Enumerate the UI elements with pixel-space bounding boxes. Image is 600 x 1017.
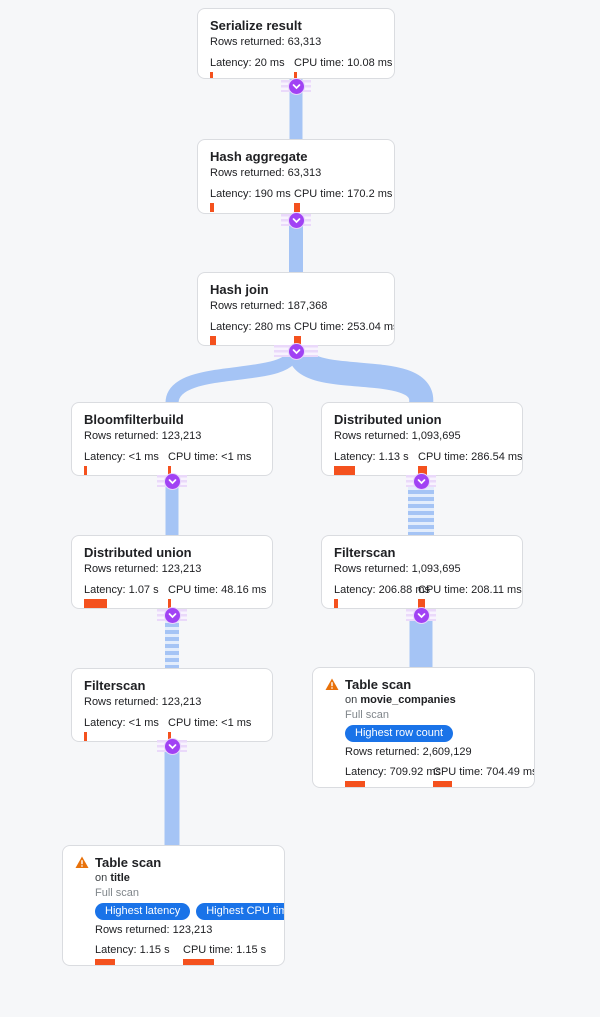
cpu-time-label: CPU time: 253.04 ms [294, 321, 395, 333]
edge-filterscan-tablescan-right [409, 609, 433, 668]
cpu-time-bar [168, 599, 171, 608]
highest-latency-badge: Highest latency [95, 903, 191, 920]
latency-bar [95, 959, 115, 965]
node-expand-toggle[interactable] [164, 607, 180, 623]
node-title: Serialize result [210, 18, 302, 33]
cpu-time-label: CPU time: 208.11 ms [418, 584, 522, 596]
edge-distunion-filterscan-left [165, 609, 179, 669]
node-title: Table scan [95, 855, 162, 870]
latency-bar [84, 732, 87, 741]
plan-node-distributed-union-left[interactable]: Distributed union Rows returned: 123,213… [71, 535, 273, 609]
rows-returned: Rows returned: 187,368 [210, 300, 328, 312]
plan-node-hash-join[interactable]: Hash join Rows returned: 187,368 Latency… [197, 272, 395, 346]
highest-row-count-badge: Highest row count [345, 725, 454, 742]
cpu-time-label: CPU time: <1 ms [168, 717, 252, 729]
table-name-line: on title [95, 872, 130, 884]
node-title: Bloomfilterbuild [84, 412, 184, 427]
latency-bar [84, 466, 87, 475]
cpu-time-bar [294, 72, 297, 78]
node-expand-toggle[interactable] [413, 473, 429, 489]
rows-returned: Rows returned: 1,093,695 [334, 430, 461, 442]
edge-bloom-distunion-left [165, 476, 179, 536]
latency-bar [210, 72, 213, 78]
latency-label: Latency: <1 ms [84, 717, 159, 729]
plan-node-bloomfilterbuild[interactable]: Bloomfilterbuild Rows returned: 123,213 … [71, 402, 273, 476]
node-expand-toggle[interactable] [288, 343, 304, 359]
latency-bar [334, 466, 355, 475]
cpu-time-bar [433, 781, 452, 787]
latency-label: Latency: <1 ms [84, 451, 159, 463]
latency-label: Latency: 1.07 s [84, 584, 159, 596]
table-name: title [110, 872, 130, 884]
node-expand-toggle[interactable] [288, 212, 304, 228]
rows-returned: Rows returned: 63,313 [210, 167, 322, 179]
node-title: Filterscan [334, 545, 396, 560]
plan-node-serialize-result[interactable]: Serialize result Rows returned: 63,313 L… [197, 8, 395, 79]
plan-node-distributed-union-right[interactable]: Distributed union Rows returned: 1,093,6… [321, 402, 523, 476]
rows-returned: Rows returned: 123,213 [84, 430, 202, 442]
latency-bar [84, 599, 107, 608]
rows-returned: Rows returned: 63,313 [210, 36, 322, 48]
edge-hashjoin-distunion [288, 348, 434, 406]
node-title: Hash aggregate [210, 149, 308, 164]
latency-label: Latency: 280 ms [210, 321, 291, 333]
node-expand-toggle[interactable] [413, 607, 429, 623]
cpu-time-bar [418, 466, 427, 475]
rows-returned: Rows returned: 123,213 [95, 924, 213, 936]
latency-label: Latency: 709.92 ms [345, 766, 442, 778]
rows-returned: Rows returned: 2,609,129 [345, 746, 472, 758]
node-title: Filterscan [84, 678, 146, 693]
cpu-time-bar [183, 959, 214, 965]
rows-returned: Rows returned: 123,213 [84, 563, 202, 575]
latency-bar [345, 781, 365, 787]
cpu-time-bar [418, 599, 425, 608]
latency-bar [210, 336, 216, 345]
latency-label: Latency: 206.88 ms [334, 584, 431, 596]
plan-node-filterscan-left[interactable]: Filterscan Rows returned: 123,213 Latenc… [71, 668, 273, 742]
cpu-time-label: CPU time: <1 ms [168, 451, 252, 463]
scan-type: Full scan [95, 887, 140, 899]
cpu-time-bar [294, 203, 300, 212]
latency-label: Latency: 190 ms [210, 188, 291, 200]
cpu-time-label: CPU time: 286.54 ms [418, 451, 523, 463]
edge-hashjoin-bloomfilterbuild [165, 349, 300, 405]
highest-cpu-time-badge: Highest CPU time [196, 903, 284, 920]
cpu-time-label: CPU time: 48.16 ms [168, 584, 267, 596]
node-expand-toggle[interactable] [164, 738, 180, 754]
cpu-time-bar [168, 732, 171, 741]
node-expand-toggle[interactable] [164, 473, 180, 489]
cpu-time-label: CPU time: 10.08 ms [294, 57, 393, 69]
rows-returned: Rows returned: 123,213 [84, 696, 202, 708]
edge-filterscan-tablescan-left [164, 742, 180, 846]
node-title: Distributed union [334, 412, 442, 427]
edge-serialize-hashagg [289, 79, 303, 140]
latency-label: Latency: 1.13 s [334, 451, 409, 463]
warning-icon [75, 855, 90, 965]
plan-node-filterscan-right[interactable]: Filterscan Rows returned: 1,093,695 Late… [321, 535, 523, 609]
node-title: Distributed union [84, 545, 192, 560]
latency-label: Latency: 20 ms [210, 57, 285, 69]
plan-node-table-scan-movie-companies[interactable]: Table scan on movie_companies Full scan … [312, 667, 535, 788]
cpu-time-label: CPU time: 170.2 ms [294, 188, 393, 200]
scan-type: Full scan [345, 709, 390, 721]
cpu-time-bar [168, 466, 171, 475]
edge-hashagg-hashjoin [289, 214, 303, 272]
node-title: Hash join [210, 282, 269, 297]
plan-node-table-scan-title[interactable]: Table scan on title Full scan Highest la… [62, 845, 285, 966]
table-name-line: on movie_companies [345, 694, 456, 706]
table-name: movie_companies [360, 694, 456, 706]
cpu-time-label: CPU time: 1.15 s [183, 944, 267, 956]
plan-node-hash-aggregate[interactable]: Hash aggregate Rows returned: 63,313 Lat… [197, 139, 395, 214]
latency-label: Latency: 1.15 s [95, 944, 170, 956]
cpu-time-bar [294, 336, 301, 345]
node-expand-toggle[interactable] [288, 78, 304, 94]
warning-icon [325, 677, 340, 787]
latency-bar [210, 203, 214, 212]
rows-returned: Rows returned: 1,093,695 [334, 563, 461, 575]
latency-bar [334, 599, 338, 608]
node-title: Table scan [345, 677, 412, 692]
cpu-time-label: CPU time: 704.49 ms [433, 766, 535, 778]
